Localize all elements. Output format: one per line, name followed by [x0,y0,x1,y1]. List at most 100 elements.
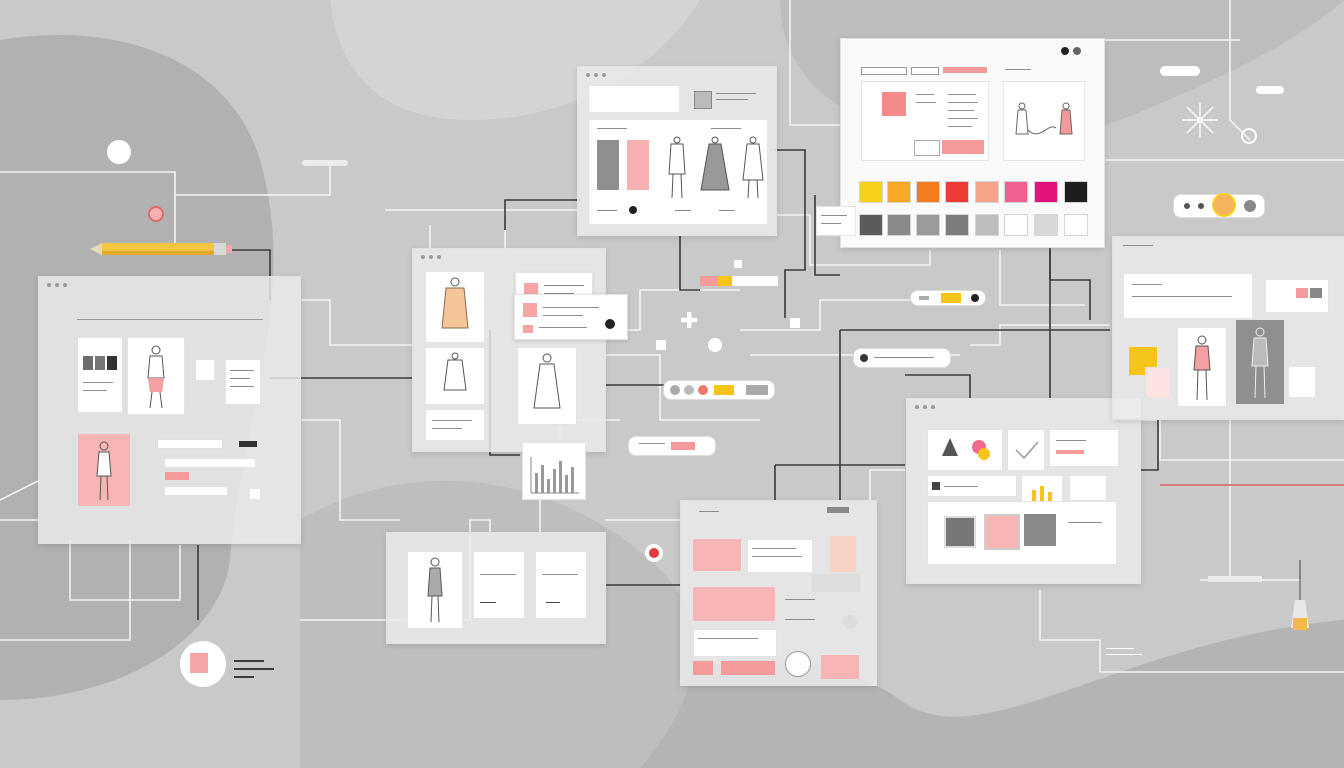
palette-warm-4[interactable] [975,181,999,203]
model-card[interactable] [407,551,463,629]
link-card[interactable] [1069,475,1107,501]
note-card[interactable] [225,359,261,405]
progress-chip[interactable] [700,276,778,286]
cloud-icon [1160,66,1200,76]
chevron-icon[interactable] [605,319,615,329]
palette-grey-1[interactable] [887,214,911,236]
yellow-chip[interactable] [941,293,961,303]
bg-blob-dark-right [560,620,1344,768]
list-card[interactable] [693,629,777,657]
palette-warm-6[interactable] [1034,181,1058,203]
palette-grey-5[interactable] [1004,214,1028,236]
pink-swatch[interactable] [627,140,649,190]
tag-card[interactable] [1145,367,1171,399]
dropdown[interactable] [911,67,939,75]
swatch-card[interactable] [77,337,123,413]
window-analytics [906,398,1141,584]
description-card[interactable] [1123,273,1253,319]
toggle-bar-mid[interactable] [910,290,986,306]
grey-swatch[interactable] [597,140,619,190]
text-card-2[interactable] [535,551,587,619]
cloud-icon-small [1256,86,1284,94]
caption-line-2 [234,668,274,670]
palette-grey-4[interactable] [975,214,999,236]
figure-pink-card[interactable] [1177,327,1227,407]
pink-tab[interactable] [943,67,987,73]
pink-chip-3[interactable] [821,655,859,679]
dress-sketch-icon [533,353,561,409]
note-card-small[interactable] [195,359,215,381]
settings-dot[interactable] [1073,47,1081,55]
status-pill[interactable] [853,348,951,368]
record-button[interactable] [645,544,663,562]
checkbox[interactable] [250,489,260,499]
check-card[interactable] [1007,429,1045,471]
profile-dot[interactable] [1061,47,1069,55]
side-panel[interactable] [1289,367,1315,397]
target-icon [148,206,164,222]
palette-grey-7[interactable] [1064,214,1088,236]
palette-warm-7[interactable] [1064,181,1088,203]
palette-warm-1[interactable] [887,181,911,203]
metric-card[interactable] [1049,429,1119,467]
caption-card[interactable] [425,409,485,441]
pink-preview[interactable] [882,92,906,116]
form-row-1[interactable] [157,439,223,449]
mini-card[interactable] [1265,279,1329,313]
link-pill[interactable] [628,436,716,456]
small-marker [734,260,742,268]
sparkle-icon [1182,102,1218,138]
palette-grey-0[interactable] [859,214,883,236]
model-sketch-icon [427,557,443,623]
form-row-3[interactable] [165,487,227,495]
text-card-1[interactable] [473,551,525,619]
palette-warm-3[interactable] [945,181,969,203]
figure-sketch-icon [147,345,165,409]
pink-field[interactable] [165,472,189,480]
palette-grey-2[interactable] [916,214,940,236]
figure-card[interactable] [127,337,185,415]
figure-sketch-icon [1193,335,1211,401]
input-card[interactable] [927,475,1017,497]
orange-dot[interactable] [1212,193,1236,217]
sketch-preview [1003,81,1085,161]
info-card[interactable] [747,539,813,573]
filter-pill[interactable] [663,380,775,400]
garment-sketches [668,136,764,199]
shape-card[interactable] [927,429,1003,471]
feature-pink[interactable] [693,587,775,621]
pink-button[interactable] [942,140,984,154]
palette-warm-5[interactable] [1004,181,1028,203]
floating-card-2[interactable] [514,294,628,340]
dark-chip[interactable] [239,441,257,447]
check-icon [1015,441,1039,460]
pink-chip-1[interactable] [693,661,713,675]
thumb-card[interactable] [829,535,857,573]
toggle-bar-top[interactable] [1173,193,1265,218]
pink-chip-2[interactable] [721,661,775,675]
badge-icon[interactable] [843,615,857,629]
hero-pink[interactable] [693,539,741,571]
outline-button[interactable] [914,140,940,156]
coat-card[interactable] [425,271,485,343]
pie-icon[interactable] [785,651,811,677]
pink-model-card[interactable] [77,433,131,507]
dark-connectors [197,149,1159,620]
window-controls [915,405,935,409]
dress-card[interactable] [517,347,577,425]
palette-grey-6[interactable] [1034,214,1058,236]
chart-card[interactable] [522,442,586,500]
form-row-2[interactable] [165,459,255,467]
palette-warm-2[interactable] [916,181,940,203]
sticky-note[interactable] [816,206,856,236]
header-chip[interactable] [827,507,849,513]
palette-warm-0[interactable] [859,181,883,203]
pencil-icon [90,242,232,256]
window-controls [47,283,67,287]
search-input[interactable] [861,67,907,75]
figure-grey-card[interactable] [1235,319,1285,405]
figure-card-2[interactable] [425,347,485,405]
profile-circle[interactable] [180,641,226,687]
content-card [588,119,768,225]
palette-grey-3[interactable] [945,214,969,236]
